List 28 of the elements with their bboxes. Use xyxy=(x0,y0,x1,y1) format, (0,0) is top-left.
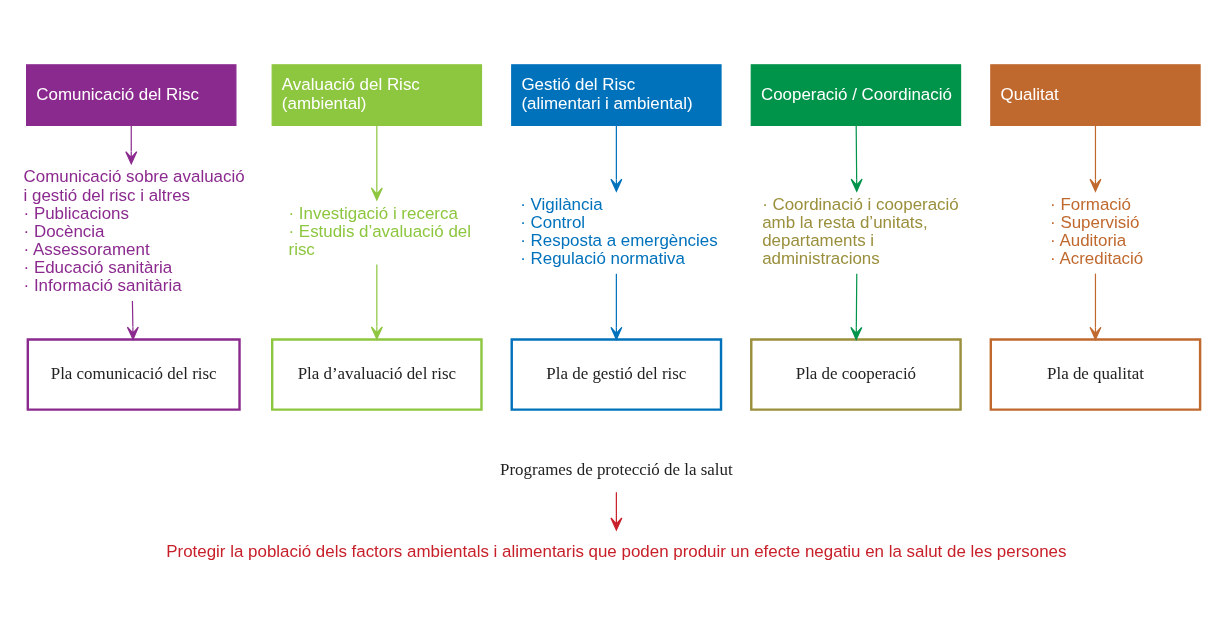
node-box: Cooperació / Coordinació xyxy=(750,64,962,126)
node-text: · Vigilància · Control · Resposta a emergències · Regulació normativa xyxy=(520,194,718,269)
arrow xyxy=(1089,273,1102,341)
node-box: Avaluació del Risc (ambiental) xyxy=(271,64,483,126)
arrow xyxy=(126,300,139,340)
node-box: Pla de qualitat xyxy=(989,338,1202,411)
node-text: · Formació · Supervisió · Auditoria · Acreditació xyxy=(1050,194,1144,269)
node-box: Qualitat xyxy=(990,64,1201,126)
arrow xyxy=(1089,124,1102,192)
node-box: Gestió del Risc (alimentari i ambiental) xyxy=(511,64,722,126)
node-text: Protegir la població dels factors ambientals i alimentaris que poden produir un efecte negatiu en la salut de les persones xyxy=(166,541,1067,561)
arrow xyxy=(370,264,383,340)
arrow xyxy=(125,124,138,165)
arrow xyxy=(610,124,623,192)
arrow xyxy=(850,273,863,341)
arrow xyxy=(850,124,863,192)
node-text: Programes de protecció de la salut xyxy=(500,459,733,479)
arrow xyxy=(610,491,623,531)
node-text: Comunicació sobre avaluació i gestió del risc i altres · Publicacions · Docència · Assessorament · Educació sanitària · Informació sanitària xyxy=(23,167,245,296)
node-box: Comunicació del Risc xyxy=(26,64,237,126)
node-box: Pla d’avaluació del risc xyxy=(271,338,483,411)
node-text: · Investigació i recerca · Estudis d’avaluació del risc xyxy=(288,203,472,260)
node-box: Pla de gestió del risc xyxy=(510,338,723,411)
node-box: Pla de cooperació xyxy=(750,338,962,411)
node-text: · Coordinació i cooperació amb la resta d’unitats, departaments i administracions xyxy=(762,194,959,269)
arrow xyxy=(370,124,383,201)
node-box: Pla comunicació del risc xyxy=(26,338,241,411)
arrow xyxy=(610,273,623,341)
